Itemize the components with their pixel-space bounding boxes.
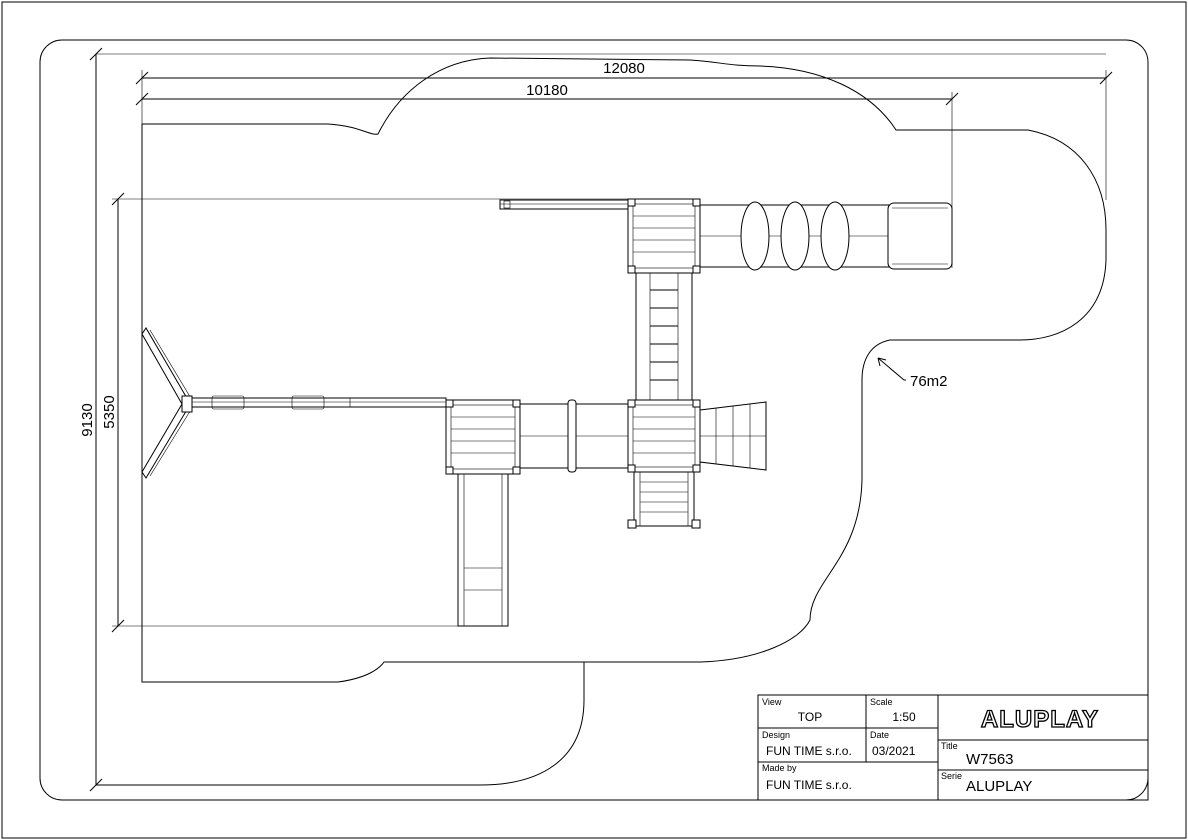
design-value: FUN TIME s.r.o. (766, 744, 852, 758)
scale-value: 1:50 (892, 710, 916, 724)
side-climbing-net (699, 401, 767, 471)
upper-tower (627, 198, 701, 274)
scale-label: Scale (870, 697, 893, 707)
view-value: TOP (798, 710, 822, 724)
date-label: Date (870, 730, 889, 740)
serie-label: Serie (941, 771, 962, 781)
design-label: Design (762, 730, 790, 740)
view-label: View (762, 697, 782, 707)
serie-value: ALUPLAY (966, 778, 1032, 795)
dim-label-overall-width: 12080 (603, 60, 645, 77)
access-steps (627, 471, 701, 529)
dim-label-play-width: 10180 (526, 82, 568, 99)
dim-label-play-height: 5350 (101, 395, 118, 428)
title-value: W7563 (966, 751, 1014, 768)
tube-slide (699, 201, 953, 271)
swing-beam (189, 395, 447, 410)
safety-zone-outline (96, 57, 1107, 786)
area-leader-line (877, 357, 906, 381)
swing-a-frame (141, 327, 193, 479)
straight-slide (457, 473, 509, 627)
aluplay-logo: ALUPLAY (981, 706, 1099, 733)
dim-tick (135, 92, 149, 106)
lower-left-tower (445, 399, 521, 475)
upper-bridge-rail (499, 199, 629, 210)
area-leader-arrow (877, 357, 887, 367)
date-value: 03/2021 (872, 744, 916, 758)
made-by-value: FUN TIME s.r.o. (766, 778, 852, 792)
area-label: 76m2 (910, 373, 948, 390)
dim-label-overall-height: 9130 (79, 403, 96, 436)
made-by-label: Made by (762, 763, 797, 773)
title-block (757, 694, 1149, 801)
title-label: Title (941, 741, 958, 751)
drawing-frame (39, 39, 1149, 801)
crawl-tunnel (519, 399, 629, 473)
dim-tick (89, 778, 103, 792)
vertical-ladder-bridge (635, 272, 693, 402)
lower-right-tower (627, 399, 701, 473)
